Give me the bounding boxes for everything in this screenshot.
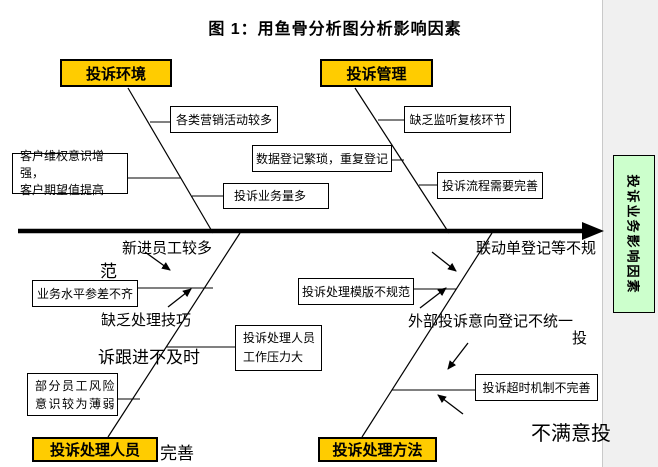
annotation-wanshan: 完善: [160, 444, 194, 463]
annotation-follow-up: 诉跟进不及时: [98, 348, 200, 367]
cause-label-pressure-line1: 投诉处理人员: [243, 331, 316, 345]
fish-head-box: 投诉业务影响因素: [613, 155, 655, 313]
cause-box-risk-awareness: 部分员工风险 意识较为薄弱: [27, 373, 118, 416]
arrow-new-staff: [144, 251, 171, 271]
fish-head-label: 投诉业务影响因素: [625, 173, 641, 295]
cause-label-pressure-line2: 工作压力大: [243, 350, 304, 364]
cause-box-process: 投诉流程需要完善: [437, 172, 543, 199]
branch-line-staff: [107, 232, 241, 438]
category-box-method: 投诉处理方法: [318, 437, 437, 462]
category-label-method: 投诉处理方法: [332, 442, 423, 459]
category-box-environment: 投诉环境: [60, 59, 172, 87]
cause-label-process: 投诉流程需要完善: [441, 178, 538, 193]
cause-box-template: 投诉处理模版不规范: [298, 278, 414, 305]
annotation-fan: 范: [100, 262, 117, 281]
annotation-joint-form: 联动单登记等不规: [476, 240, 597, 257]
category-box-staff: 投诉处理人员: [32, 437, 158, 462]
cause-label-volume: 投诉业务量多: [234, 189, 307, 203]
diagram-title: 图 1：用鱼骨分析图分析影响因素: [208, 21, 462, 38]
cause-label-data-entry: 数据登记繁琐，重复登记: [255, 151, 388, 166]
category-label-environment: 投诉环境: [85, 65, 146, 83]
cause-label-customer-line1: 客户维权意识增强，: [20, 149, 105, 180]
cause-box-data-entry: 数据登记繁琐，重复登记: [252, 145, 392, 172]
arrow-lack-skill: [167, 288, 192, 308]
cause-box-marketing: 各类营销活动较多: [170, 106, 278, 133]
annotation-external: 外部投诉意向登记不统一: [408, 313, 574, 330]
arrow-external: [419, 287, 447, 309]
branch-line-environment: [127, 87, 214, 234]
arrow-unsatisfied: [437, 394, 464, 415]
cause-label-risk-line2: 意识较为薄弱: [35, 396, 117, 411]
cause-label-marketing: 各类营销活动较多: [175, 112, 272, 127]
cause-label-skill-level: 业务水平参差不齐: [36, 286, 133, 301]
cause-box-skill-level: 业务水平参差不齐: [32, 280, 138, 307]
annotation-new-staff: 新进员工较多: [122, 240, 213, 257]
cause-label-template: 投诉处理模版不规范: [301, 284, 410, 299]
category-label-staff: 投诉处理人员: [49, 442, 140, 459]
cause-box-monitoring: 缺乏监听复核环节: [404, 106, 511, 133]
cause-box-timeout: 投诉超时机制不完善: [475, 374, 598, 401]
cause-label-monitoring: 缺乏监听复核环节: [409, 112, 506, 127]
cause-label-risk-line1: 部分员工风险: [35, 378, 117, 393]
arrow-joint-form: [431, 251, 457, 272]
branch-line-method: [361, 232, 493, 438]
cause-box-customer: 客户维权意识增强， 客户期望值提高: [12, 149, 128, 197]
cause-label-customer-line2: 客户期望值提高: [20, 183, 105, 197]
arrow-tou: [447, 342, 469, 370]
annotation-lack-skill: 缺乏处理技巧: [101, 312, 192, 329]
annotation-unsatisfied: 不满意投: [531, 423, 611, 445]
spine-arrowhead: [582, 222, 604, 240]
cause-box-pressure: 投诉处理人员 工作压力大: [235, 325, 322, 371]
category-label-management: 投诉管理: [346, 65, 407, 83]
cause-box-volume: 投诉业务量多: [223, 183, 329, 209]
category-box-management: 投诉管理: [320, 59, 433, 87]
cause-label-timeout: 投诉超时机制不完善: [482, 380, 591, 395]
annotation-tou: 投: [572, 330, 588, 347]
